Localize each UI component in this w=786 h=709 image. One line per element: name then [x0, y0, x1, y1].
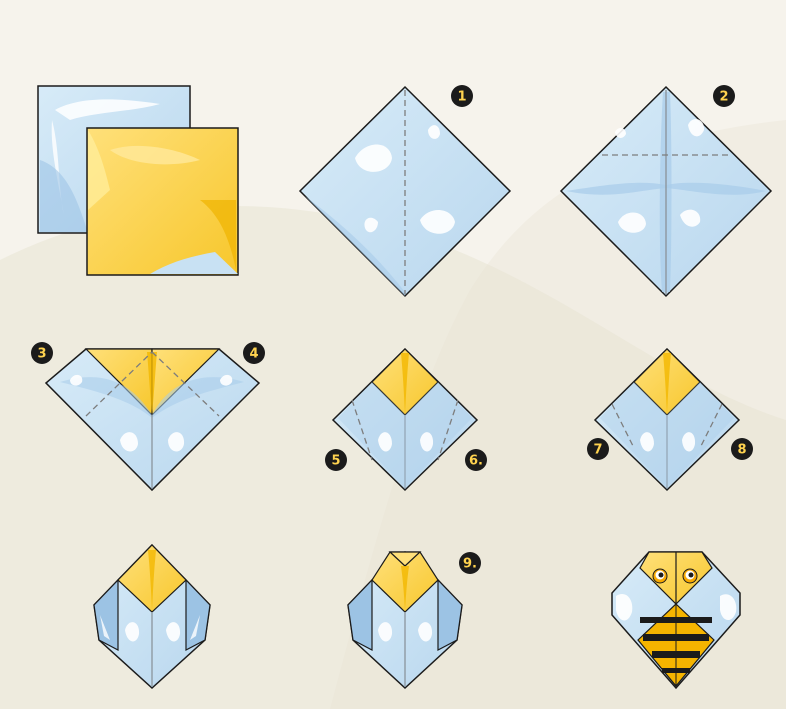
step-label-5: 5 — [331, 454, 340, 469]
step-badge-2: 2 — [713, 85, 735, 107]
step-badge-9: 9. — [459, 552, 481, 574]
step-label-4: 4 — [249, 347, 258, 362]
yellow-sheet — [87, 128, 238, 275]
step-label-6: 6. — [469, 454, 483, 469]
step-label-7: 7 — [593, 443, 602, 458]
bee-eye-right — [683, 569, 697, 583]
step-label-2: 2 — [719, 90, 728, 105]
bee-eye-left — [653, 569, 667, 583]
step-label-8: 8 — [737, 443, 746, 458]
step-badge-8: 8 — [731, 438, 753, 460]
step-badge-1: 1 — [451, 85, 473, 107]
step-badge-6: 6. — [465, 449, 487, 471]
step-badge-7: 7 — [587, 438, 609, 460]
step-label-9: 9. — [463, 557, 477, 572]
step-badge-5: 5 — [325, 449, 347, 471]
step-badge-4: 4 — [243, 342, 265, 364]
step-label-1: 1 — [457, 90, 466, 105]
step-label-3: 3 — [37, 347, 46, 362]
step-badge-3: 3 — [31, 342, 53, 364]
